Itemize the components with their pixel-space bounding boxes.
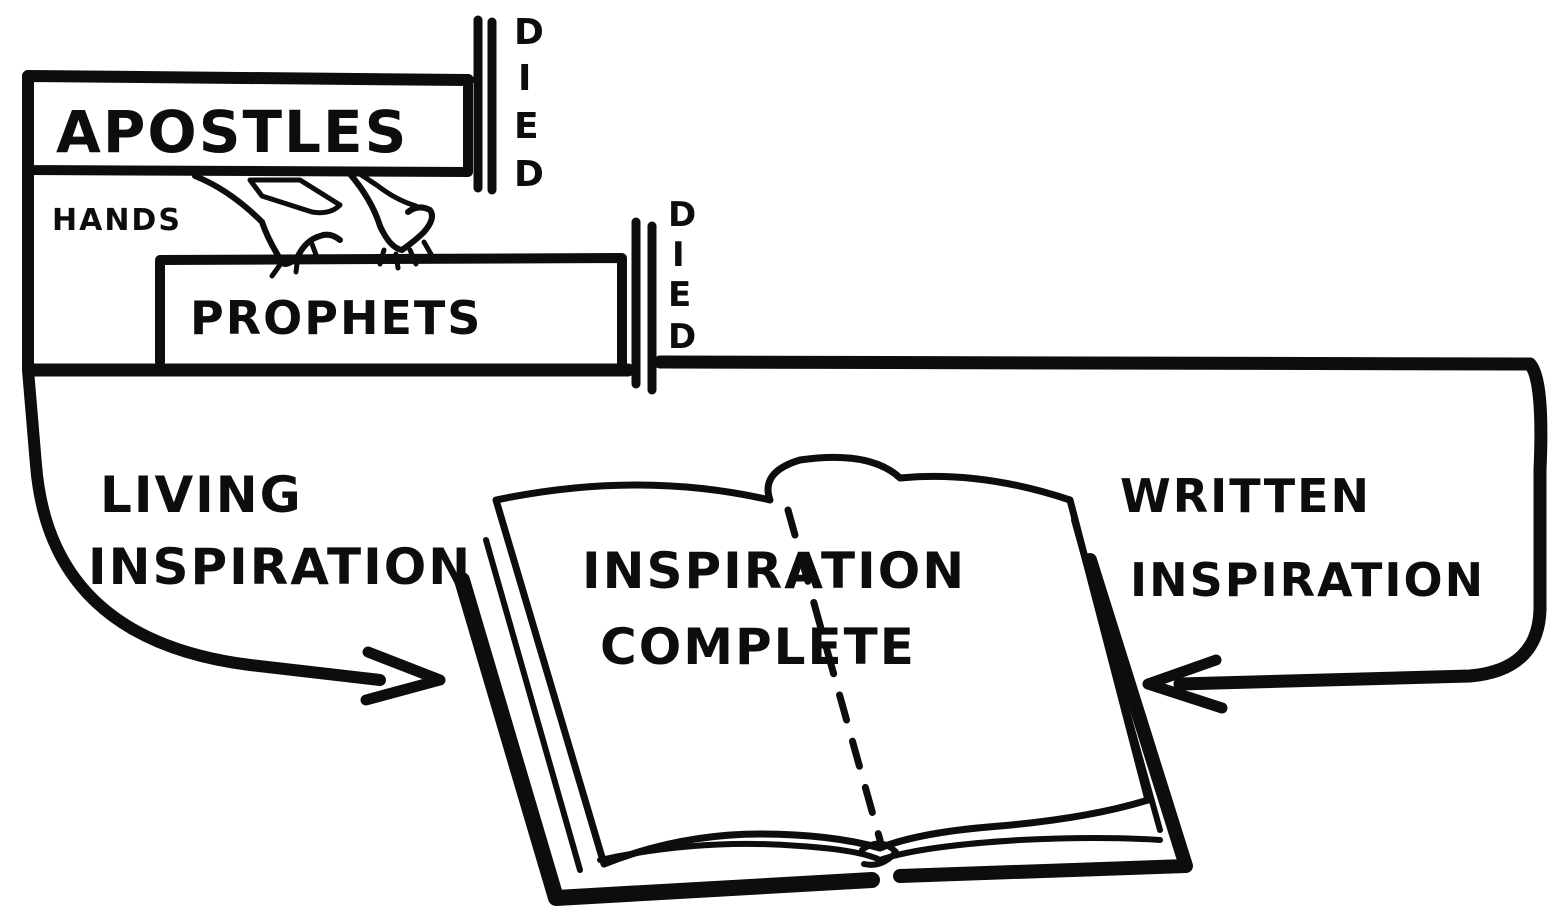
written-inspiration-line2: INSPIRATION — [1130, 553, 1485, 607]
svg-text:D: D — [668, 317, 696, 357]
prophets-died-label: D I E D — [668, 195, 696, 357]
written-inspiration-line1: WRITTEN — [1120, 469, 1371, 523]
svg-text:E: E — [514, 106, 539, 147]
inspiration-complete-line2: COMPLETE — [600, 618, 916, 676]
hands-label: HANDS — [52, 203, 182, 238]
open-bible-icon — [462, 457, 1186, 898]
apostles-label: APOSTLES — [56, 98, 408, 166]
svg-text:I: I — [518, 58, 531, 99]
living-inspiration-line2: INSPIRATION — [88, 538, 472, 596]
svg-text:D: D — [514, 12, 544, 53]
svg-text:D: D — [668, 195, 696, 235]
inspiration-complete-line1: INSPIRATION — [582, 542, 966, 600]
svg-text:E: E — [668, 275, 691, 315]
svg-text:I: I — [672, 235, 685, 275]
svg-text:D: D — [514, 154, 544, 195]
prophets-label: PROPHETS — [190, 291, 482, 345]
apostles-died-label: D I E D — [514, 12, 544, 195]
living-inspiration-line1: LIVING — [100, 466, 303, 524]
